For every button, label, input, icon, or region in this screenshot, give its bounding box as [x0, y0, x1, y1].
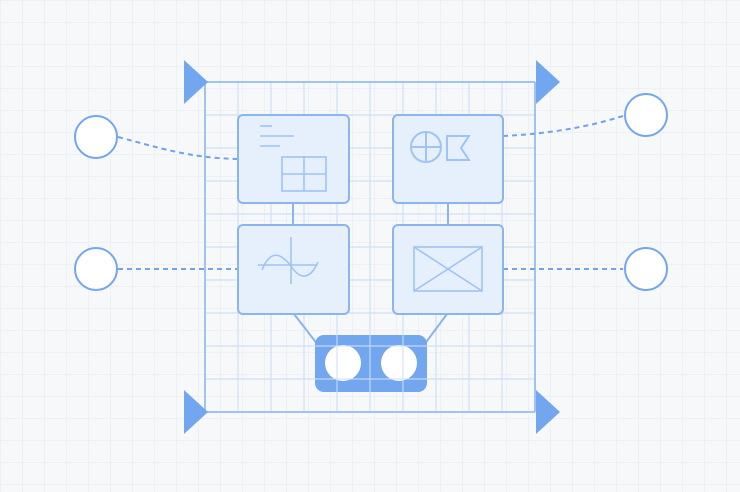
image-placeholder-card[interactable]	[392, 224, 504, 315]
circle-cross-and-flag-icon	[410, 131, 471, 163]
triangle-marker-bottom-right	[536, 390, 560, 434]
module-grid-overlay	[315, 335, 427, 392]
module-links	[293, 313, 448, 346]
shapes-card[interactable]	[392, 114, 504, 204]
text-lines-and-image-icon	[260, 125, 327, 192]
node-left-bottom[interactable]	[74, 247, 118, 291]
triangle-marker-top-right	[536, 60, 560, 104]
node-right-bottom[interactable]	[624, 247, 668, 291]
connector-right-top	[502, 115, 624, 137]
dashed-connectors	[117, 115, 624, 270]
node-left-top[interactable]	[74, 115, 118, 159]
two-port-connector-icon	[325, 345, 417, 381]
image-placeholder-icon	[413, 246, 483, 292]
triangle-marker-top-left	[184, 60, 208, 104]
card-links	[292, 203, 449, 225]
dual-port-module[interactable]	[315, 335, 427, 392]
frame-border	[204, 81, 536, 413]
waveform-card[interactable]	[237, 224, 350, 315]
text-image-card[interactable]	[237, 114, 350, 204]
node-right-top[interactable]	[624, 93, 668, 137]
connector-left-top	[117, 136, 239, 160]
triangle-marker-bottom-left	[184, 390, 208, 434]
sine-wave-axis-icon	[258, 237, 319, 284]
